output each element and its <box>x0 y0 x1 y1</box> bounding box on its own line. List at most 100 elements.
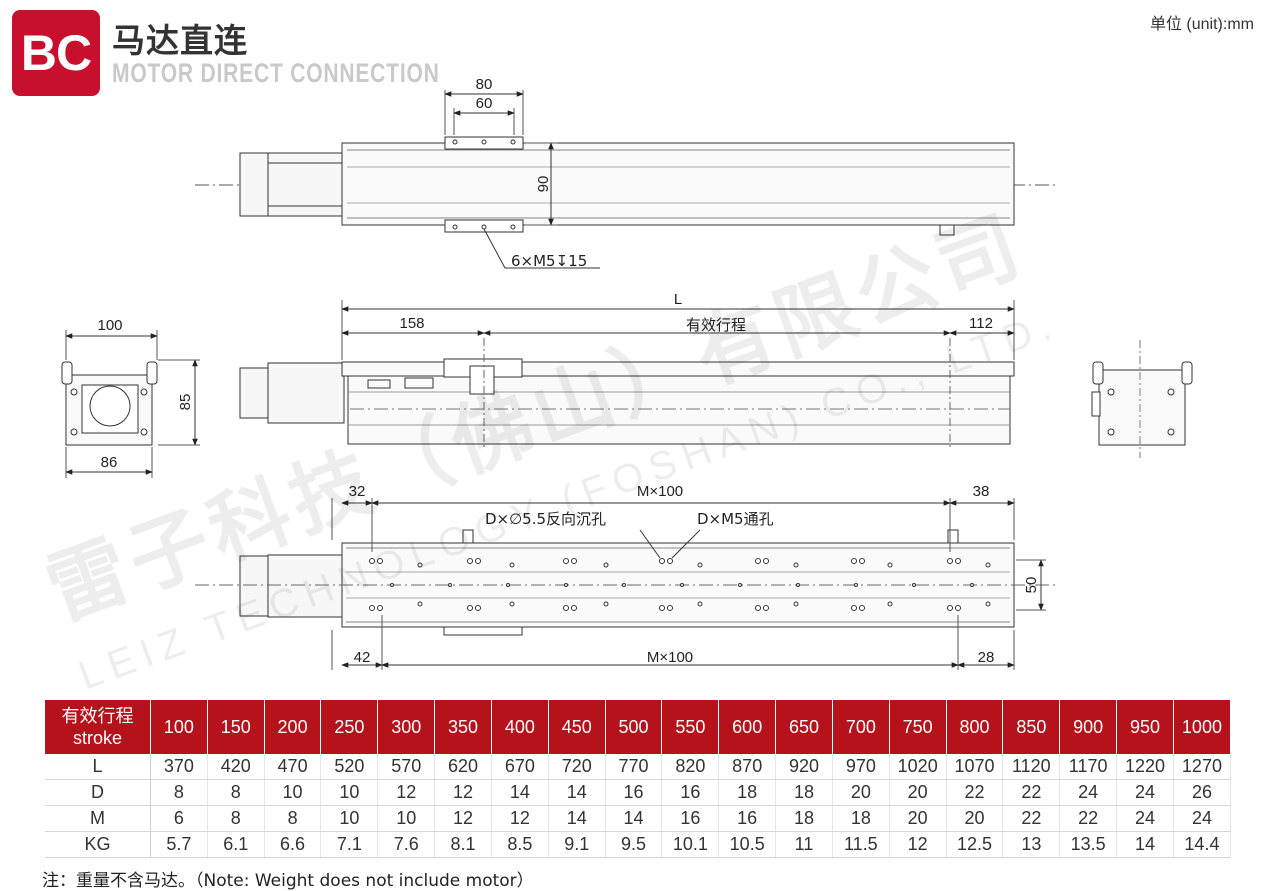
header-stroke-cell: 900 <box>1059 700 1118 754</box>
table-cell: 8 <box>264 805 322 832</box>
mounting-hole <box>851 605 857 611</box>
table-cell: 14 <box>605 805 663 832</box>
mounting-hole <box>667 558 673 564</box>
table-cell: 12 <box>377 779 436 806</box>
table-cell: 14 <box>548 805 606 832</box>
table-cell: 12 <box>434 805 492 832</box>
table-cell: 8 <box>207 805 265 832</box>
table-cell: 12.5 <box>946 831 1004 858</box>
table-cell: 6.1 <box>207 831 265 858</box>
table-cell: 9.5 <box>605 831 663 858</box>
table-cell: 24 <box>1173 805 1232 832</box>
table-cell: 6.6 <box>264 831 322 858</box>
mounting-hole <box>697 601 703 607</box>
table-cell: 10.5 <box>718 831 777 858</box>
mounting-hole <box>448 583 452 587</box>
header-stroke-cell: 700 <box>832 700 890 754</box>
header-stroke-cell: 200 <box>264 700 322 754</box>
mounting-hole <box>859 558 865 564</box>
table-cell: 670 <box>491 754 549 780</box>
table-cell: 570 <box>377 754 436 780</box>
table-cell: 24 <box>1059 779 1118 806</box>
mounting-hole <box>467 605 473 611</box>
mounting-hole <box>887 601 893 607</box>
end-view-left <box>61 330 200 478</box>
header-stroke-cell: 450 <box>548 700 606 754</box>
dim-spacing-50: 50 <box>1023 577 1040 594</box>
table-cell: 12 <box>889 831 947 858</box>
table-cell: 720 <box>548 754 606 780</box>
mounting-hole <box>509 562 515 568</box>
mounting-hole <box>680 583 684 587</box>
table-cell: 420 <box>207 754 265 780</box>
mounting-hole <box>859 605 865 611</box>
dim-carriage-80: 80 <box>476 76 493 93</box>
label-counterbore-holes: D×∅5.5反向沉孔 <box>485 510 606 528</box>
table-cell: 13.5 <box>1059 831 1118 858</box>
header-stroke-cell: 500 <box>605 700 663 754</box>
table-cell: 10 <box>320 779 379 806</box>
header-stroke-cell: 600 <box>718 700 777 754</box>
top-view <box>195 90 1055 269</box>
table-cell: 520 <box>320 754 379 780</box>
table-cell: 7.6 <box>377 831 436 858</box>
technical-drawing: 80 60 90 6×M5↧15 L 158 有效行程 112 <box>61 76 1193 670</box>
mounting-hole <box>763 558 769 564</box>
dim-offset-158: 158 <box>399 315 424 332</box>
header-stroke-cell: 800 <box>946 700 1004 754</box>
table-cell: 20 <box>832 779 890 806</box>
table-cell: 24 <box>1116 805 1174 832</box>
table-cell: 22 <box>946 779 1004 806</box>
dim-offset-42: 42 <box>354 649 371 666</box>
table-cell: 16 <box>661 779 720 806</box>
mounting-hole <box>955 605 961 611</box>
table-cell: 10 <box>320 805 379 832</box>
mounting-hole <box>571 605 577 611</box>
header-stroke-cell: 650 <box>775 700 833 754</box>
table-cell: 620 <box>434 754 492 780</box>
mounting-hole <box>947 558 953 564</box>
mounting-hole <box>763 605 769 611</box>
dim-offset-38: 38 <box>973 483 990 500</box>
mounting-hole <box>697 562 703 568</box>
end-view-right <box>1091 340 1193 458</box>
row-label: L <box>45 754 151 780</box>
table-cell: 870 <box>718 754 777 780</box>
table-cell: 970 <box>832 754 890 780</box>
mounting-hole <box>475 558 481 564</box>
mounting-hole <box>603 562 609 568</box>
header-stroke-cell: 400 <box>491 700 549 754</box>
header-stroke-cell: 100 <box>150 700 208 754</box>
table-cell: 13 <box>1002 831 1061 858</box>
table-cell: 18 <box>775 779 833 806</box>
table-cell: 18 <box>832 805 890 832</box>
dim-width-100: 100 <box>97 317 122 334</box>
mounting-hole <box>755 605 761 611</box>
table-cell: 24 <box>1116 779 1174 806</box>
mounting-hole <box>563 558 569 564</box>
table-cell: 1120 <box>1002 754 1061 780</box>
row-label: KG <box>45 831 151 858</box>
header-label-cn: 有效行程 <box>61 706 134 726</box>
mounting-hole <box>793 562 799 568</box>
dim-height-90: 90 <box>535 176 552 193</box>
header-label-en: stroke <box>72 728 123 748</box>
mounting-hole <box>390 583 394 587</box>
table-cell: 16 <box>718 805 777 832</box>
row-label: D <box>45 779 151 806</box>
table-cell: 370 <box>150 754 208 780</box>
mounting-hole <box>947 605 953 611</box>
mounting-hole <box>659 605 665 611</box>
dim-pitch-bottom: M×100 <box>647 649 693 666</box>
mounting-hole <box>563 605 569 611</box>
table-cell: 8.5 <box>491 831 549 858</box>
table-cell: 8 <box>207 779 265 806</box>
mounting-hole <box>854 583 858 587</box>
dim-offset-28: 28 <box>978 649 995 666</box>
table-cell: 5.7 <box>150 831 208 858</box>
mounting-hole <box>475 605 481 611</box>
